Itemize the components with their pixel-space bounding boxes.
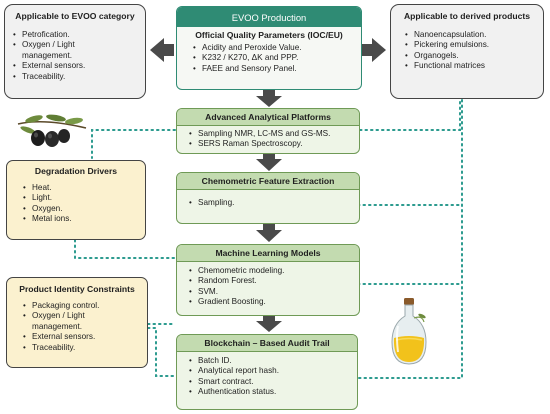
list-item: Traceability.	[21, 343, 147, 354]
derived-products-box: Applicable to derived products Nanoencap…	[390, 4, 544, 99]
list-item: Batch ID.	[187, 356, 357, 367]
blockchain-audit-list: Batch ID. Analytical report hash. Smart …	[177, 352, 357, 398]
chemometric-box: Chemometric Feature Extraction Sampling.	[176, 172, 360, 224]
ml-models-box: Machine Learning Models Chemometric mode…	[176, 244, 360, 316]
list-item: Heat.	[21, 183, 145, 194]
evoo-category-title: Applicable to EVOO category	[15, 11, 135, 21]
list-item: K232 / K270, ΔK and PPP.	[191, 53, 361, 64]
list-item: Authentication status.	[187, 387, 357, 398]
list-item: Pickering emulsions.	[403, 40, 543, 51]
degradation-drivers-list: Heat. Light. Oxygen. Metal ions.	[7, 176, 145, 225]
list-item: Nanoencapsulation.	[403, 30, 543, 41]
connector-degradation-ml	[74, 239, 176, 259]
evoo-production-box: EVOO Production Official Quality Paramet…	[176, 6, 362, 90]
olive-oil-bottle-icon	[391, 298, 427, 365]
connector-analytical-left	[91, 129, 176, 159]
list-item: Metal ions.	[21, 214, 145, 225]
arrow-down-icon	[256, 316, 282, 332]
list-item: SERS Raman Spectroscopy.	[187, 139, 359, 150]
list-item: External sensors.	[21, 332, 147, 343]
analytical-platforms-list: Sampling NMR, LC-MS and GS-MS. SERS Rama…	[177, 126, 359, 150]
degradation-drivers-box: Degradation Drivers Heat. Light. Oxygen.…	[6, 160, 146, 240]
identity-constraints-list: Packaging control. Oxygen / Light manage…	[7, 294, 147, 353]
arrow-down-icon	[256, 90, 282, 107]
list-item: Packaging control.	[21, 301, 147, 312]
analytical-platforms-title: Advanced Analytical Platforms	[177, 109, 359, 126]
list-item: FAEE and Sensory Panel.	[191, 64, 361, 75]
list-item: Random Forest.	[187, 276, 359, 287]
degradation-drivers-title: Degradation Drivers	[34, 166, 118, 176]
list-item: SVM.	[187, 287, 359, 298]
list-item: Sampling NMR, LC-MS and GS-MS.	[187, 129, 359, 140]
chemometric-list: Sampling.	[177, 190, 359, 209]
connector-analytical-right	[359, 99, 461, 131]
evoo-category-box: Applicable to EVOO category Petroficatio…	[4, 4, 146, 99]
evoo-production-title: EVOO Production	[177, 7, 361, 27]
list-item: Analytical report hash.	[187, 366, 357, 377]
evoo-production-subtitle: Official Quality Parameters (IOC/EU)	[195, 30, 343, 40]
derived-products-title: Applicable to derived products	[403, 11, 531, 21]
list-item: Petrofication.	[11, 30, 145, 41]
list-item: Oxygen.	[21, 204, 145, 215]
analytical-platforms-box: Advanced Analytical Platforms Sampling N…	[176, 108, 360, 154]
blockchain-audit-title: Blockchain – Based Audit Trail	[177, 335, 357, 352]
list-item: Oxygen / Light management.	[11, 40, 117, 61]
arrow-right-icon	[362, 38, 386, 62]
list-item: Smart contract.	[187, 377, 357, 388]
derived-products-list: Nanoencapsulation. Pickering emulsions. …	[391, 21, 543, 72]
arrow-down-icon	[256, 224, 282, 242]
list-item: Traceability.	[11, 72, 145, 83]
ml-models-list: Chemometric modeling. Random Forest. SVM…	[177, 262, 359, 308]
list-item: Sampling.	[187, 198, 359, 209]
list-item: Gradient Boosting.	[187, 297, 359, 308]
arrow-left-icon	[150, 38, 174, 62]
blockchain-audit-box: Blockchain – Based Audit Trail Batch ID.…	[176, 334, 358, 410]
list-item: Acidity and Peroxide Value.	[191, 43, 361, 54]
list-item: Light.	[21, 193, 145, 204]
list-item: Functional matrices	[403, 61, 543, 72]
connector-identity-blockchain	[147, 327, 176, 377]
arrow-down-icon	[256, 154, 282, 171]
list-item: Organogels.	[403, 51, 543, 62]
connector-derived-down	[357, 99, 463, 379]
chemometric-title: Chemometric Feature Extraction	[177, 173, 359, 190]
list-item: Oxygen / Light management.	[21, 311, 127, 332]
ml-models-title: Machine Learning Models	[177, 245, 359, 262]
olive-branch-icon	[17, 114, 87, 147]
evoo-production-list: Acidity and Peroxide Value. K232 / K270,…	[177, 42, 361, 75]
identity-constraints-box: Product Identity Constraints Packaging c…	[6, 277, 148, 368]
identity-constraints-title: Product Identity Constraints	[19, 284, 135, 294]
list-item: External sensors.	[11, 61, 145, 72]
list-item: Chemometric modeling.	[187, 266, 359, 277]
evoo-category-list: Petrofication. Oxygen / Light management…	[5, 21, 145, 82]
